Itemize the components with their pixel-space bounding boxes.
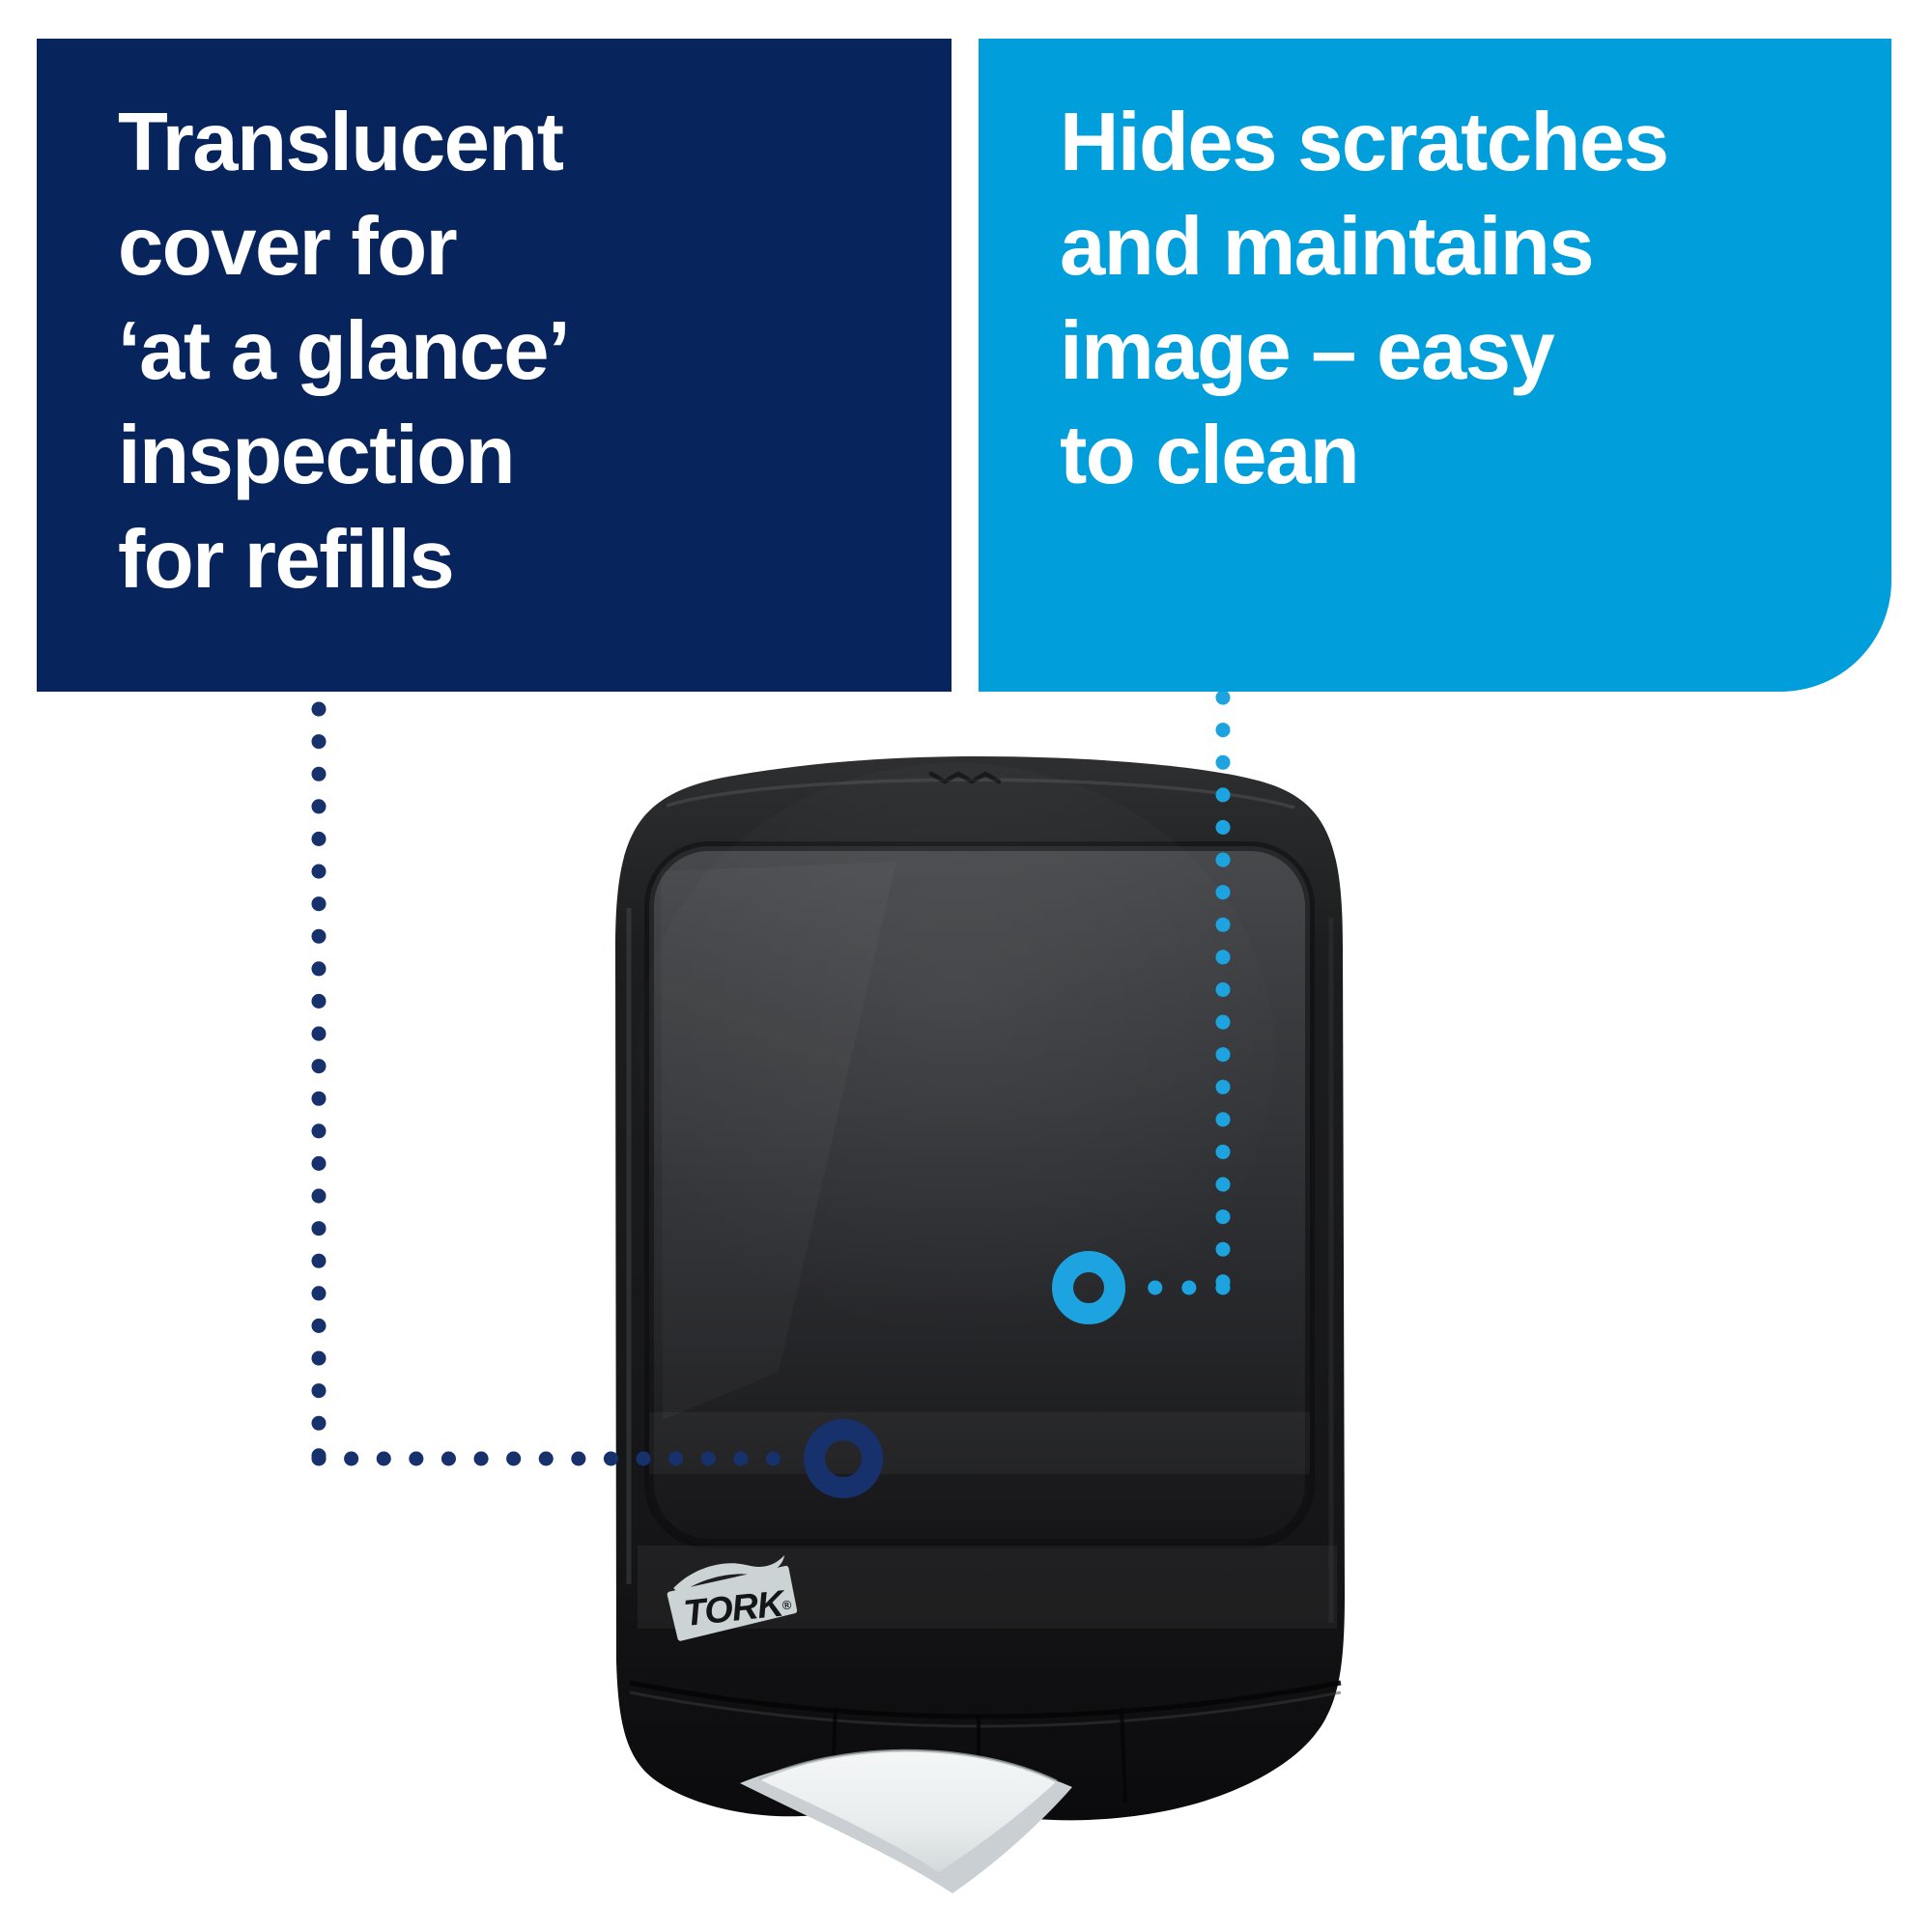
right-connector-ring: [1052, 1251, 1125, 1324]
left-connector-ring: [804, 1419, 883, 1498]
callout-right: Hides scratches and maintains image – ea…: [979, 39, 1891, 692]
paper-towel-front-fold: [759, 1750, 1057, 1872]
front-cover-sheen: [638, 763, 1275, 1343]
paper-towel-top-shadow: [758, 1748, 1058, 1783]
tork-wave-icon: [673, 1554, 785, 1594]
housing-crease: [629, 1680, 1342, 1719]
housing-seam: [1120, 1707, 1127, 1804]
callout-right-text: Hides scratches and maintains image – ea…: [1060, 97, 1669, 501]
callout-left: Translucent cover for ‘at a glance’ insp…: [37, 39, 952, 692]
housing-crease-highlight: [629, 1690, 1342, 1728]
left-callout-connector: [311, 701, 883, 1498]
tork-badge: [667, 1565, 798, 1641]
callout-left-text: Translucent cover for ‘at a glance’ insp…: [118, 97, 571, 606]
paper-towel: [740, 1748, 1072, 1893]
front-cover-lower-band: [649, 1412, 1310, 1474]
right-callout-connector: [1052, 690, 1231, 1324]
dispenser: TORK ®: [615, 756, 1345, 1893]
tork-registered-mark: ®: [781, 1598, 793, 1613]
